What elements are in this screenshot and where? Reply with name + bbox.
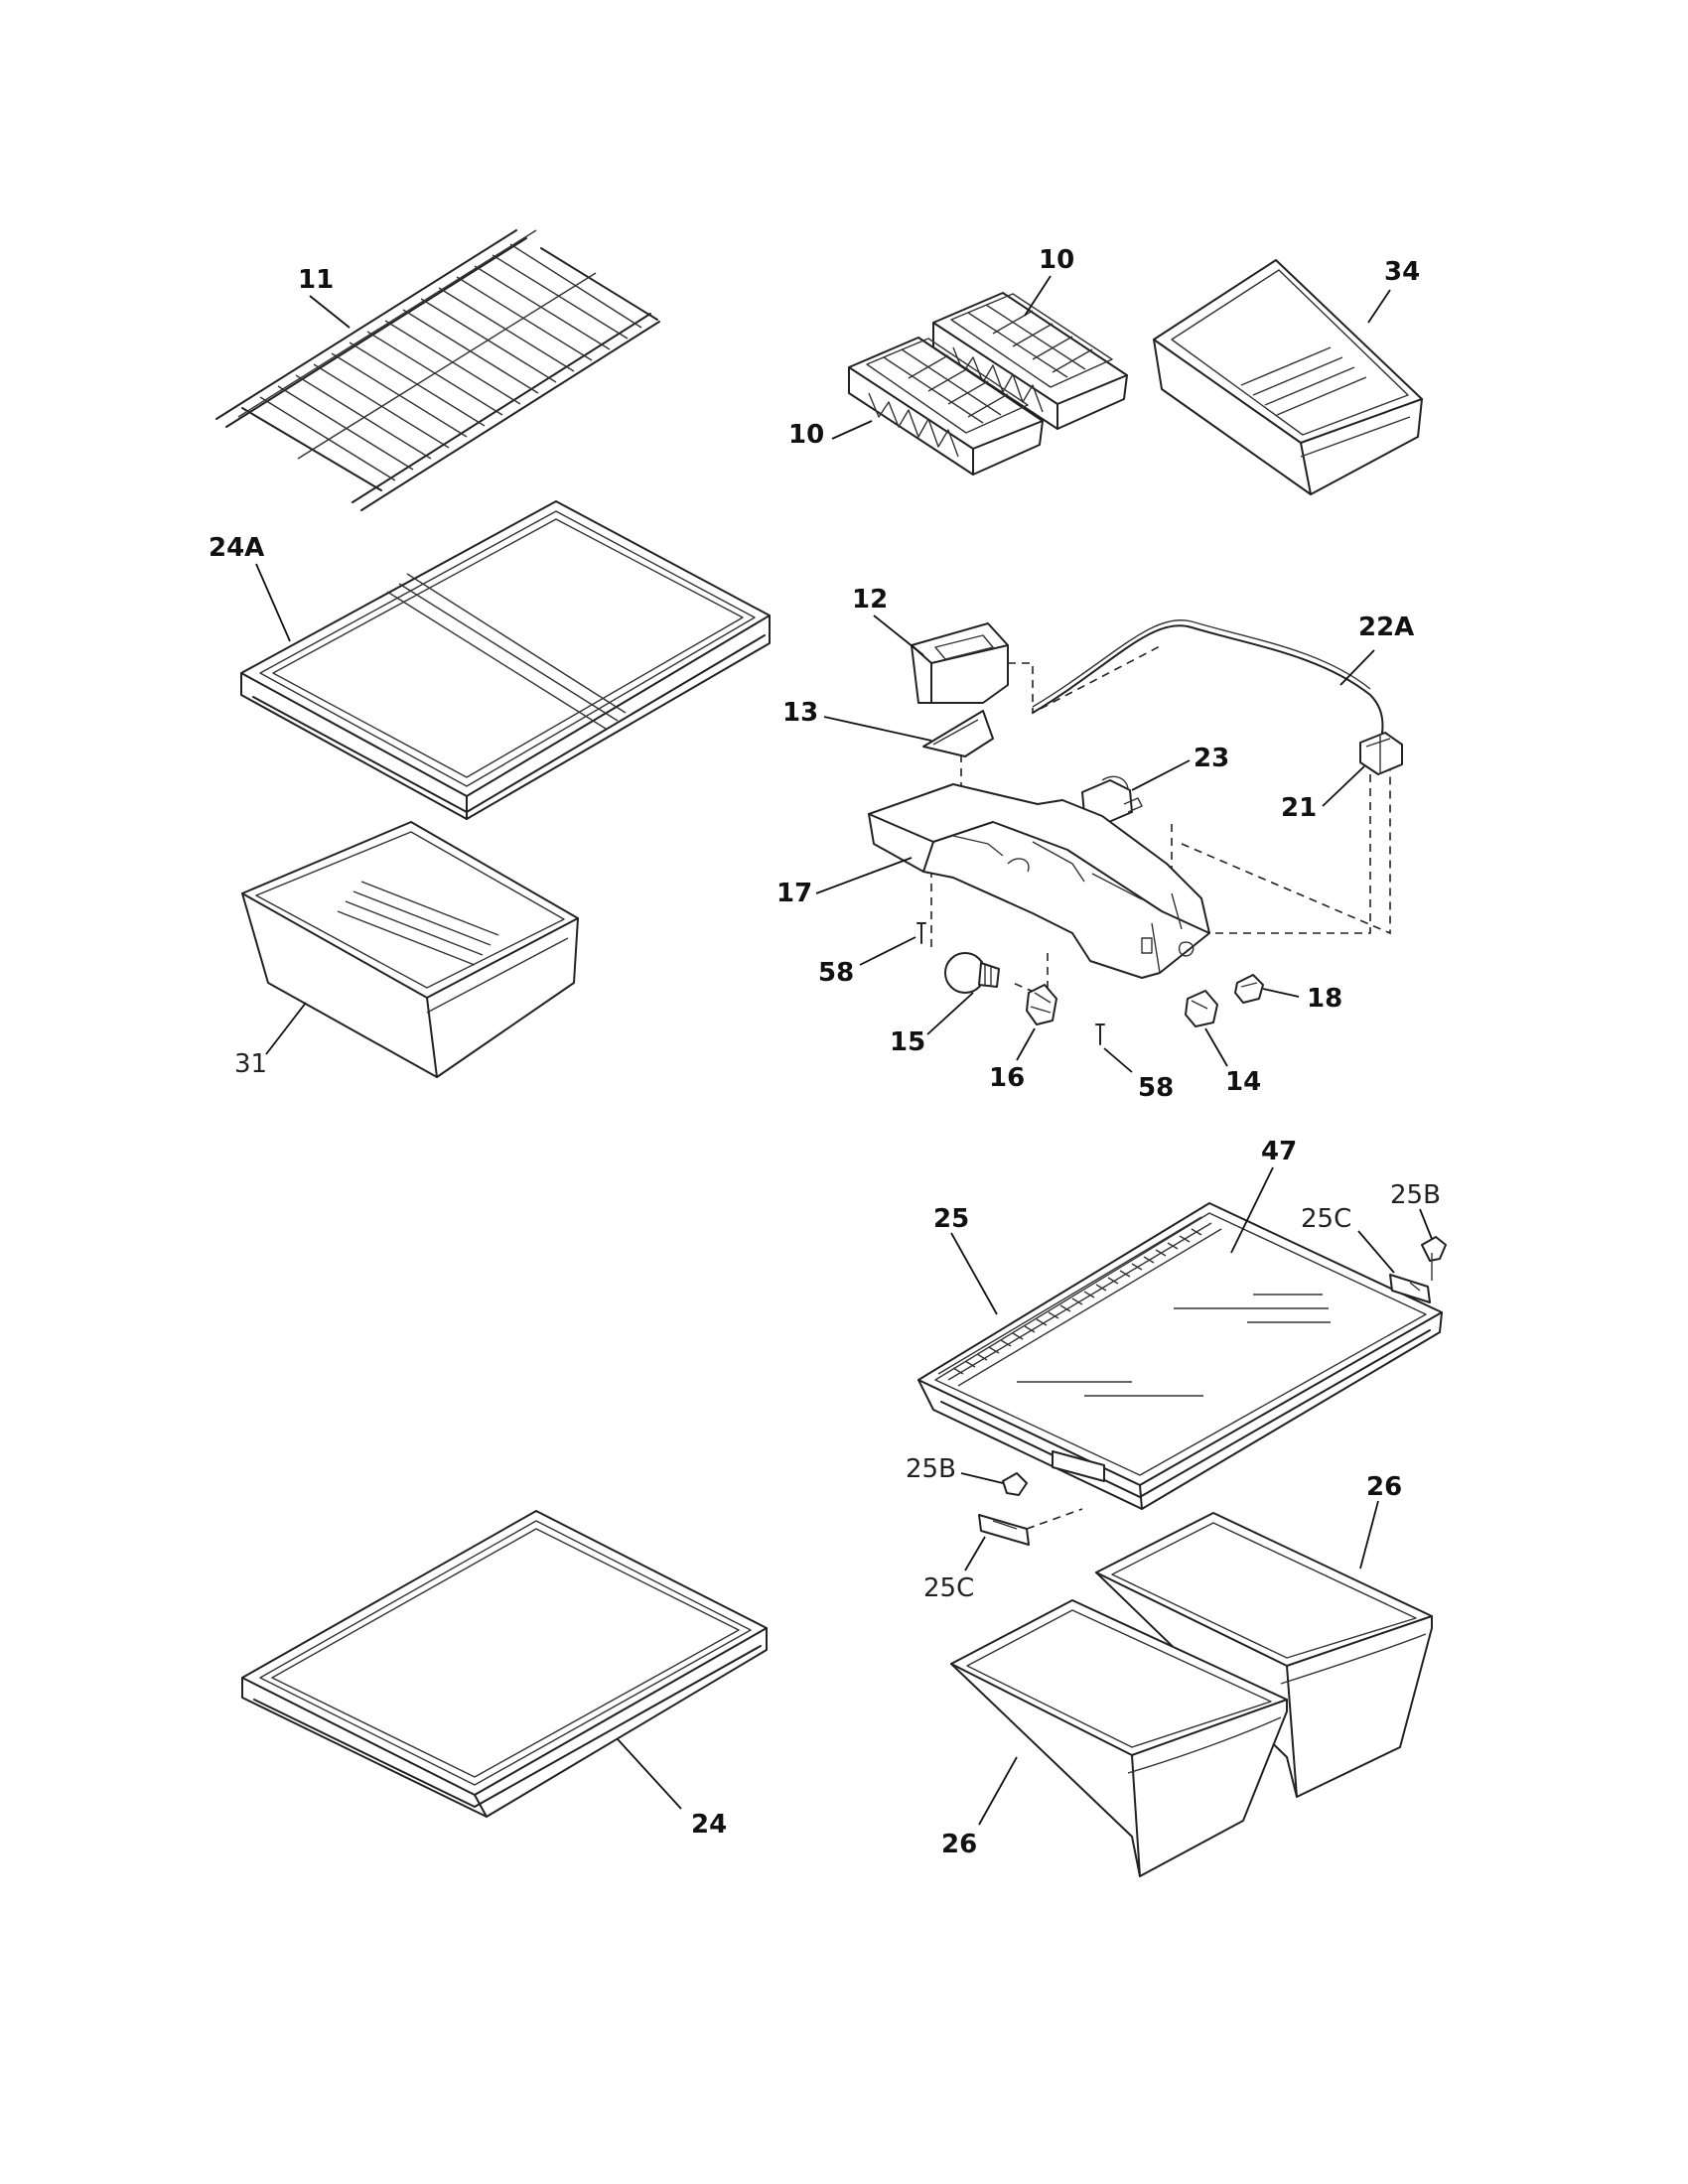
- bracket-icon: [978, 1514, 1030, 1546]
- leader-line: [1103, 1047, 1133, 1073]
- glass-reflection-lines: [1017, 1294, 1331, 1397]
- leader-line: [1367, 289, 1391, 324]
- connector-icon: [1359, 732, 1403, 775]
- callout-58-right: 58: [1138, 1073, 1174, 1103]
- drawer-icon: [241, 821, 579, 1078]
- bulb-icon: [944, 952, 1000, 994]
- socket-icon: [1026, 984, 1057, 1025]
- leader-line: [1131, 759, 1191, 791]
- leader-line: [265, 1002, 307, 1055]
- leader-line: [960, 1472, 1004, 1484]
- callout-23: 23: [1194, 744, 1229, 773]
- callout-15: 15: [890, 1027, 925, 1057]
- callout-13: 13: [782, 698, 818, 728]
- screw-icon: [916, 922, 926, 944]
- leader-line: [1359, 1500, 1379, 1570]
- callout-47: 47: [1261, 1137, 1297, 1166]
- bin-icon: [1153, 259, 1423, 495]
- wire-shelf-icon: [215, 229, 660, 511]
- callout-26-right: 26: [1366, 1472, 1402, 1502]
- leader-line: [1262, 988, 1300, 998]
- callout-34: 34: [1384, 257, 1420, 287]
- ice-tray-icon: [932, 292, 1128, 430]
- support-icon: [1002, 1472, 1028, 1496]
- glass-shelf-split-icon: [240, 500, 771, 820]
- leader-line: [950, 1232, 998, 1315]
- callout-26-left: 26: [941, 1830, 977, 1859]
- leader-line: [815, 857, 913, 894]
- callout-25C-bottom: 25C: [923, 1573, 974, 1603]
- leader-line: [831, 420, 873, 440]
- crisper-drawer-icon: [1095, 1512, 1433, 1798]
- callout-25C-top: 25C: [1301, 1204, 1351, 1234]
- callout-25: 25: [933, 1204, 969, 1234]
- ice-tray-icon: [848, 337, 1044, 476]
- callout-58-left: 58: [818, 958, 854, 988]
- callout-21: 21: [1281, 793, 1317, 823]
- callout-16: 16: [989, 1063, 1025, 1093]
- leader-line: [1204, 1027, 1228, 1067]
- leader-line: [823, 716, 932, 742]
- bracket-icon: [1389, 1274, 1431, 1303]
- leader-line: [617, 1738, 682, 1810]
- leader-line: [1016, 1027, 1036, 1061]
- support-icon: [1421, 1236, 1447, 1281]
- callout-10-top: 10: [1039, 245, 1074, 275]
- leader-line: [1339, 649, 1375, 686]
- callout-31: 31: [234, 1049, 267, 1079]
- switch-icon: [1185, 990, 1218, 1027]
- leader-line: [964, 1536, 986, 1571]
- callout-25B-top: 25B: [1390, 1180, 1441, 1210]
- callout-10-bottom: 10: [788, 420, 824, 450]
- leader-line: [309, 295, 351, 329]
- leader-line: [1230, 1166, 1274, 1254]
- wire-harness-icon: [1032, 619, 1384, 734]
- callout-24: 24: [691, 1810, 727, 1840]
- callout-11: 11: [298, 265, 334, 295]
- leader-line: [1357, 1230, 1395, 1274]
- leader-line: [859, 936, 916, 966]
- light-shield-icon: [911, 622, 1009, 704]
- leader-line: [873, 614, 924, 656]
- callout-12: 12: [852, 585, 888, 614]
- leader-line: [1322, 765, 1365, 807]
- leader-line: [1024, 275, 1052, 317]
- callout-24A: 24A: [209, 533, 264, 563]
- crisper-cover-icon: [917, 1202, 1443, 1510]
- callout-25B-bottom: 25B: [906, 1454, 956, 1484]
- leader-line: [255, 563, 291, 642]
- leader-line: [1419, 1208, 1433, 1240]
- glass-shelf-icon: [241, 1510, 768, 1818]
- callout-22A: 22A: [1358, 613, 1414, 642]
- leader-line: [926, 992, 974, 1035]
- crisper-drawer-icon: [950, 1599, 1288, 1877]
- screw-icon: [1095, 1024, 1105, 1045]
- callout-18: 18: [1307, 984, 1342, 1014]
- assembly-guide-line: [1026, 1508, 1083, 1530]
- knob-icon: [1234, 974, 1264, 1004]
- vent-slots: [952, 1228, 1202, 1375]
- lens-icon: [922, 710, 994, 757]
- leader-line: [978, 1756, 1018, 1826]
- callout-14: 14: [1225, 1067, 1261, 1097]
- callout-17: 17: [776, 879, 812, 908]
- housing-icon: [868, 783, 1210, 979]
